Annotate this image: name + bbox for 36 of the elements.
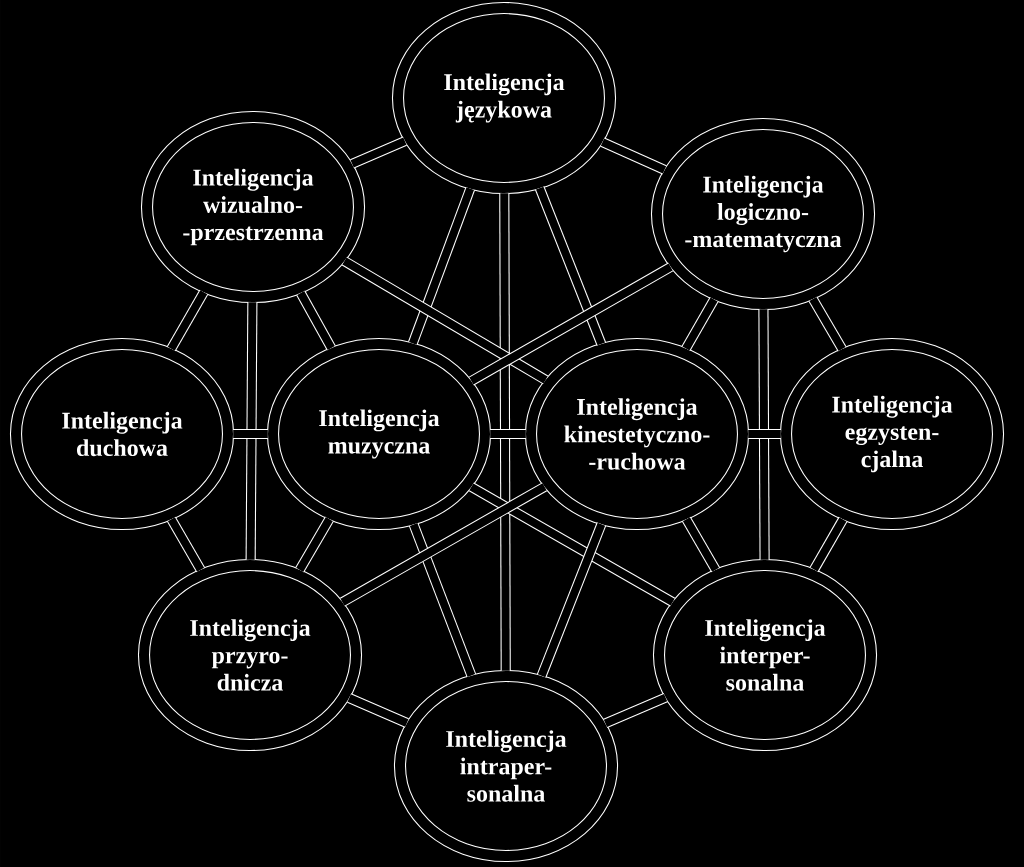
connector-line [296,290,336,351]
connector-line [167,516,205,573]
connector-line [603,692,668,729]
connector-line [468,482,676,607]
connector-line [341,256,549,385]
connector-line [233,428,268,440]
connector-line [245,302,258,560]
connector-line [295,516,334,573]
circle-node: Inteligencja egzysten- cjalna [779,337,1005,531]
circle-node: Inteligencja logiczno- -matematyczna [650,117,876,311]
connector-line [499,193,511,671]
circle-node: Inteligencja przyro- dnicza [137,558,363,752]
connector-line [681,296,719,352]
connector-line [166,289,209,352]
connector-line [408,522,477,678]
connector-line [808,296,847,352]
connector-line [535,186,607,346]
connector-line [347,693,409,728]
circle-node: Inteligencja kinestetyczno- -ruchowa [524,337,750,531]
connector-line [748,428,781,440]
circle-node: Inteligencja językowa [391,1,617,195]
connector-line [758,309,770,560]
connector-line [600,137,667,175]
connector-line [339,482,548,607]
circle-node: Inteligencja wizualno- -przestrzenna [140,110,366,304]
circle-node: Inteligencja duchowa [9,337,235,531]
connector-line [809,516,848,573]
connector-line [408,186,475,346]
connector-line [490,428,526,440]
connector-line [350,136,407,169]
connector-line [468,262,674,386]
circle-node: Inteligencja muzyczna [266,337,492,531]
connector-line [682,516,720,573]
connector-line [536,522,607,678]
circle-node: Inteligencja intraper- sonalna [393,669,619,863]
circle-node: Inteligencja interper- sonalna [652,558,878,752]
